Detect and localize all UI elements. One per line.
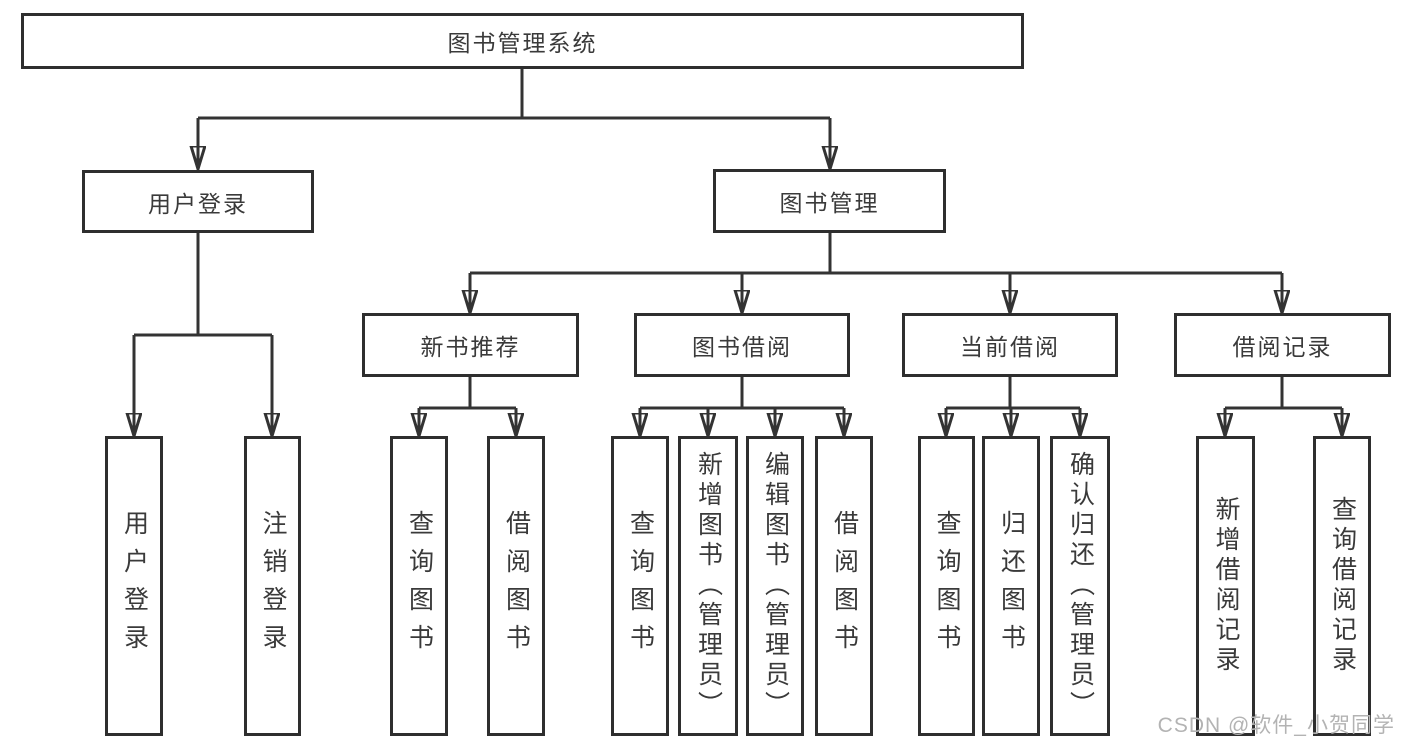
leaf-box-add-book-admin: 新增图书（管理员） [678,436,738,736]
leaf-box-logout: 注销登录 [244,436,301,736]
leaf-label-add-borrow-record: 新增借阅记录 [1212,496,1240,676]
leaf-label-query-books-recommend: 查询图书 [405,510,434,662]
leaf-box-user-login: 用户登录 [105,436,163,736]
node-label-root: 图书管理系统 [447,30,598,56]
leaf-label-query-borrow-record: 查询借阅记录 [1328,496,1357,676]
leaf-box-edit-book-admin: 编辑图书（管理员） [746,436,804,736]
connector-root [198,69,830,120]
leaf-box-confirm-return-admin: 确认归还（管理员） [1050,436,1110,736]
leaf-box-query-borrow-record: 查询借阅记录 [1313,436,1371,736]
leaf-box-query-books-recommend: 查询图书 [390,436,448,736]
leaf-label-borrow-books-recommend: 借阅图书 [502,510,531,662]
node-box-new-book-recommend: 新书推荐 [362,313,579,377]
leaf-label-confirm-return-admin: 确认归还（管理员） [1066,451,1095,721]
leaf-box-query-books-borrow: 查询图书 [611,436,669,736]
node-label-user-login: 用户登录 [148,190,248,217]
leaf-box-return-books: 归还图书 [982,436,1040,736]
leaf-label-edit-book-admin: 编辑图书（管理员） [761,451,790,721]
leaf-box-add-borrow-record: 新增借阅记录 [1196,436,1255,736]
node-box-book-management: 图书管理 [713,169,946,233]
connector-borrow-records [1225,377,1342,410]
leaf-label-logout: 注销登录 [259,510,287,662]
connector-user-login [134,233,272,337]
connector-book-management [470,233,1282,275]
leaf-label-query-books-borrow: 查询图书 [626,510,655,662]
leaf-box-query-books-current: 查询图书 [918,436,975,736]
node-label-book-borrow: 图书借阅 [692,334,792,360]
node-box-user-login: 用户登录 [82,170,314,233]
node-label-book-management: 图书管理 [779,190,880,216]
node-label-current-borrow: 当前借阅 [960,334,1060,360]
node-label-borrow-records: 借阅记录 [1232,334,1333,360]
connector-new-book [419,377,516,410]
node-box-root: 图书管理系统 [21,13,1024,69]
leaf-label-borrow-books: 借阅图书 [830,510,859,662]
node-label-new-book-recommend: 新书推荐 [420,334,521,360]
connector-current-borrow [946,377,1080,410]
node-box-current-borrow: 当前借阅 [902,313,1118,377]
node-box-borrow-records: 借阅记录 [1174,313,1391,377]
leaf-label-return-books: 归还图书 [997,510,1026,662]
leaf-box-borrow-books: 借阅图书 [815,436,873,736]
leaf-label-add-book-admin: 新增图书（管理员） [694,451,723,721]
connector-book-borrow [640,377,844,410]
leaf-label-user-login: 用户登录 [120,510,149,662]
leaf-label-query-books-current: 查询图书 [933,510,961,662]
node-box-book-borrow: 图书借阅 [634,313,850,377]
leaf-box-borrow-books-recommend: 借阅图书 [487,436,545,736]
csdn-watermark: CSDN @软件_小贺同学 [1157,714,1395,737]
